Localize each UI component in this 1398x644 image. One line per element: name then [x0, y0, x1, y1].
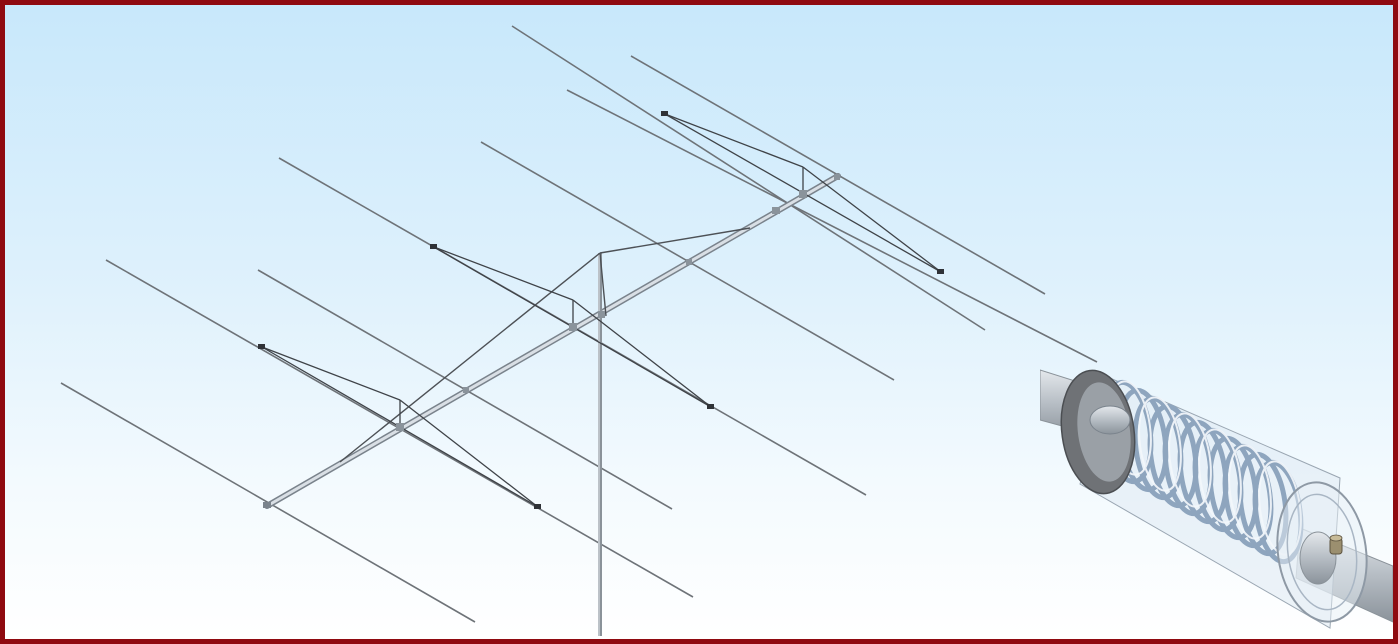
clamps: [258, 111, 944, 509]
antenna-drawing: [60, 25, 1393, 636]
mast: [598, 253, 602, 636]
element-7: [566, 89, 1098, 363]
loading-coil-detail: [1040, 369, 1393, 629]
element-6: [511, 25, 986, 331]
truss-cables: [339, 227, 751, 463]
boom: [263, 173, 841, 509]
